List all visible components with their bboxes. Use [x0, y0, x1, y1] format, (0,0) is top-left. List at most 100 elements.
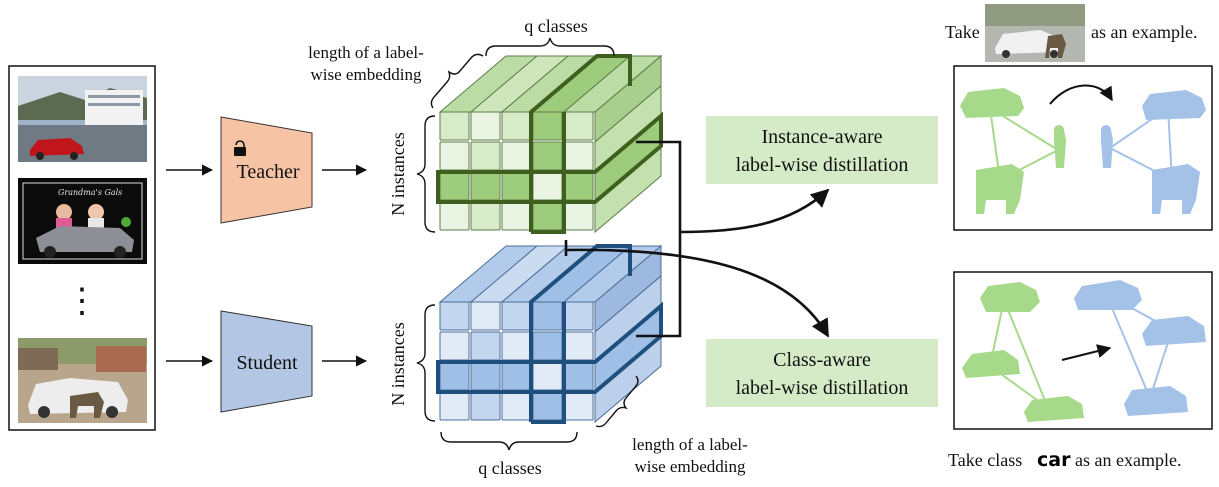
teacher-cube-cell	[470, 201, 501, 231]
teacher-cube-instance-highlight	[436, 111, 663, 204]
student-label: Student	[236, 352, 298, 374]
teacher-cube-cell	[439, 141, 470, 171]
example-thumbnail	[985, 4, 1085, 62]
embed-top-brace	[430, 53, 484, 109]
student-cube-cell	[563, 301, 594, 331]
teacher-cube-cell	[532, 111, 563, 141]
teacher-cube-cell	[470, 171, 501, 201]
student-cube-cell	[470, 361, 501, 391]
student-cube-cell	[563, 361, 594, 391]
teacher-cube-cell	[532, 141, 563, 171]
green-toy-car-silhouette	[980, 282, 1040, 312]
green-car-bottom-silhouette	[1024, 396, 1084, 422]
q-classes-bottom-brace	[440, 431, 578, 451]
student-cube-cell	[439, 391, 470, 421]
student-cube-cell	[532, 331, 563, 361]
cube-connectors	[564, 140, 830, 338]
student-cube-class-highlight	[529, 244, 632, 424]
student-cube-cell	[532, 301, 563, 331]
teacher-embedding-cube	[436, 54, 663, 234]
n-instances-top-brace	[416, 115, 436, 233]
bottom-example-caption: Take class car as an example.	[948, 449, 1181, 471]
teacher-cube-cell	[439, 111, 470, 141]
instance-aware-line2: label-wise distillation	[736, 154, 909, 176]
blue-person-silhouette	[1101, 125, 1113, 168]
teacher-network: Teacher	[220, 116, 313, 224]
blue-toy-car-silhouette	[1074, 280, 1142, 310]
q-classes-top-label: q classes	[524, 16, 587, 36]
embed-bottom-brace	[595, 375, 639, 428]
teacher-cube-class-highlight	[529, 54, 632, 234]
class-aware-box: Class-aware label-wise distillation	[706, 339, 938, 407]
green-car-silhouette	[960, 88, 1024, 118]
class-transfer-arrow	[1061, 344, 1112, 361]
q-classes-top-brace	[485, 37, 615, 57]
student-cube-cell	[501, 301, 532, 331]
student-cube-cell	[563, 331, 594, 361]
teacher-cube-cell	[439, 171, 470, 201]
input-image-cow-street	[18, 338, 147, 423]
input-images-panel: Grandma's Gals ⋮	[8, 65, 156, 431]
blue-car-silhouette	[1142, 90, 1206, 120]
blue-cow-silhouette	[1152, 164, 1200, 214]
teacher-cube-cell	[532, 201, 563, 231]
teacher-cube-cell	[501, 201, 532, 231]
student-cube-cell	[470, 301, 501, 331]
bottom-example-class: car	[1037, 449, 1071, 471]
teacher-cube-cell	[563, 171, 594, 201]
bottom-example-suffix: as an example.	[1075, 450, 1181, 470]
blue-car-bottom-silhouette	[1124, 386, 1188, 416]
n-instances-bottom-brace	[416, 304, 436, 422]
teacher-cube-cell	[501, 141, 532, 171]
instance-example-panel	[953, 65, 1213, 231]
student-cube-cell	[501, 391, 532, 421]
teacher-cube-cell	[563, 141, 594, 171]
teacher-cube-cell	[563, 111, 594, 141]
class-aware-line1: Class-aware	[773, 349, 871, 371]
bottom-example-prefix: Take class	[948, 450, 1022, 470]
instance-aware-line1: Instance-aware	[761, 126, 882, 148]
ellipsis: ⋮	[65, 283, 99, 320]
student-cube-cell	[439, 331, 470, 361]
teacher-cube-cell	[470, 141, 501, 171]
student-network: Student	[220, 310, 313, 413]
embed-bottom-label-line1: length of a label-	[632, 435, 748, 454]
blue-sedan-silhouette	[1142, 316, 1206, 346]
green-sedan-silhouette	[962, 350, 1020, 378]
n-instances-top-label: N instances	[388, 132, 408, 215]
q-classes-bottom-label: q classes	[478, 458, 541, 478]
student-cube-cell	[439, 361, 470, 391]
green-cow-silhouette	[976, 164, 1024, 214]
student-cube-cell	[501, 361, 532, 391]
class-aware-line2: label-wise distillation	[736, 377, 909, 399]
instance-transfer-arrow	[1049, 84, 1113, 105]
student-embedding-cube	[436, 244, 663, 424]
student-cube-cell	[563, 391, 594, 421]
svg-text:Grandma's Gals: Grandma's Gals	[58, 188, 122, 197]
class-example-panel	[953, 271, 1213, 430]
input-image-harbor	[18, 76, 147, 162]
embed-top-label-line2: wise embedding	[311, 65, 422, 84]
student-cube-cell	[470, 331, 501, 361]
instance-aware-box: Instance-aware label-wise distillation	[706, 116, 938, 184]
teacher-cube-cell	[501, 171, 532, 201]
teacher-cube-cell	[501, 111, 532, 141]
green-person-silhouette	[1054, 125, 1066, 168]
teacher-cube-cell	[532, 171, 563, 201]
student-cube-cell	[470, 391, 501, 421]
input-image-toy-car: Grandma's Gals	[18, 178, 147, 264]
student-cube-cell	[532, 391, 563, 421]
student-cube-cell	[532, 361, 563, 391]
teacher-cube-cell	[563, 201, 594, 231]
n-instances-bottom-label: N instances	[388, 322, 408, 405]
teacher-cube-cell	[439, 201, 470, 231]
student-cube-cell	[501, 331, 532, 361]
lock-icon	[234, 140, 246, 156]
embed-bottom-label-line2: wise embedding	[635, 457, 746, 476]
teacher-label: Teacher	[237, 161, 300, 183]
student-cube-cell	[439, 301, 470, 331]
top-example-prefix: Take	[945, 22, 980, 42]
top-example-caption: Take as an example.	[945, 4, 1197, 62]
teacher-cube-cell	[470, 111, 501, 141]
